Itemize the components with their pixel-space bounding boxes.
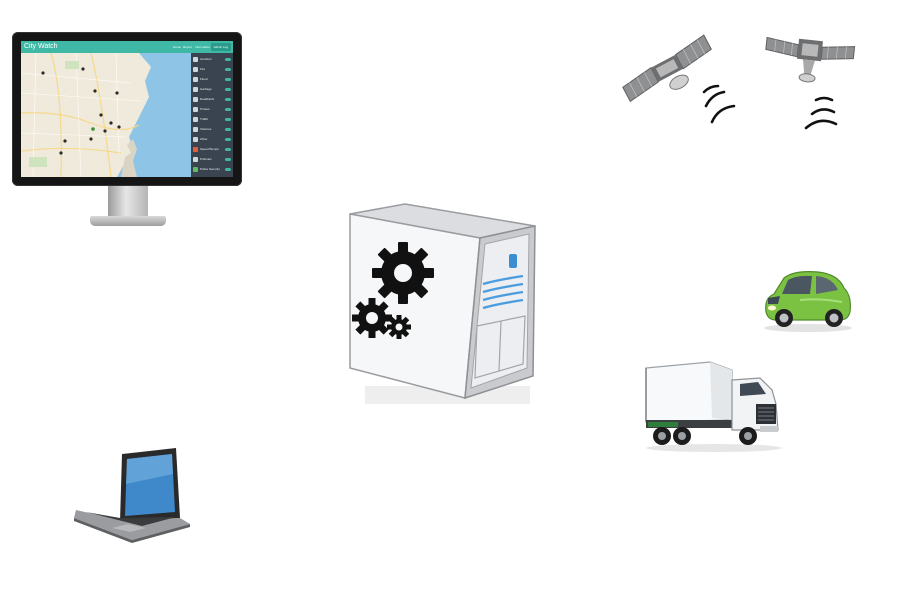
sidebar-item-speed-bumps[interactable]: Speed Bumps	[193, 145, 231, 154]
laptop-icon	[72, 448, 194, 544]
category-toggle[interactable]	[225, 128, 231, 131]
nav-item-home[interactable]: Home	[173, 45, 182, 49]
sidebar-item-potholes[interactable]: Potholes	[193, 155, 231, 164]
desktop-monitor-icon: City Watch Home Report Information Admin…	[12, 32, 242, 228]
category-toggle[interactable]	[225, 88, 231, 91]
nav-item-report[interactable]: Report	[183, 45, 193, 49]
category-toggle[interactable]	[225, 158, 231, 161]
app-header: City Watch Home Report Information Admin…	[21, 41, 233, 53]
sidebar-item-fire[interactable]: Fire	[193, 65, 231, 74]
admin-login-button[interactable]: Admin Log	[210, 43, 231, 51]
city-map[interactable]	[21, 52, 191, 177]
category-toggle[interactable]	[225, 108, 231, 111]
category-toggle[interactable]	[225, 68, 231, 71]
map-graphic	[21, 52, 191, 177]
category-icon	[193, 137, 198, 142]
sidebar-item-violence[interactable]: Violence	[193, 125, 231, 134]
category-icon	[193, 107, 198, 112]
sidebar-item-traffic[interactable]: Traffic	[193, 115, 231, 124]
sidebar-item-flood[interactable]: Flood	[193, 75, 231, 84]
sidebar-item-other[interactable]: Other	[193, 135, 231, 144]
category-toggle[interactable]	[225, 98, 231, 101]
sidebar-item-protest[interactable]: Protest	[193, 105, 231, 114]
category-toggle[interactable]	[225, 168, 231, 171]
sidebar-item-label: Speed Bumps	[200, 147, 219, 151]
category-icon	[193, 147, 198, 152]
sidebar-item-label: Traffic	[200, 117, 209, 121]
category-icon	[193, 57, 198, 62]
sidebar-item-label: Garbage	[200, 87, 212, 91]
satellite-icon	[622, 30, 747, 135]
category-icon	[193, 157, 198, 162]
sidebar-item-label: Violence	[200, 127, 212, 131]
sidebar-item-garbage[interactable]: Garbage	[193, 85, 231, 94]
sidebar-item-police-security[interactable]: Police Security	[193, 165, 231, 174]
monitor-screen: City Watch Home Report Information Admin…	[21, 41, 233, 177]
category-icon	[193, 117, 198, 122]
category-toggle[interactable]	[225, 118, 231, 121]
monitor-stand-neck	[108, 186, 148, 218]
category-toggle[interactable]	[225, 148, 231, 151]
sidebar-item-accident[interactable]: Accident	[193, 55, 231, 64]
monitor-bezel: City Watch Home Report Information Admin…	[12, 32, 242, 186]
sidebar-item-label: Accident	[200, 57, 212, 61]
sidebar-item-label: Potholes	[200, 157, 212, 161]
category-icon	[193, 77, 198, 82]
category-icon	[193, 127, 198, 132]
monitor-stand-base	[90, 216, 166, 226]
satellite-icon	[760, 28, 860, 138]
truck-icon	[642, 360, 787, 455]
sidebar-item-roadblock[interactable]: Roadblock	[193, 95, 231, 104]
category-icon	[193, 87, 198, 92]
sidebar-item-label: Fire	[200, 67, 206, 71]
sidebar-item-label: Roadblock	[200, 97, 215, 101]
green-car-icon	[760, 268, 856, 334]
sidebar-item-label: Police Security	[200, 167, 220, 171]
nav-item-information[interactable]: Information	[195, 45, 211, 49]
category-toggle[interactable]	[225, 78, 231, 81]
category-sidebar: Accident Fire Flood Garbage Roadblock Pr…	[191, 53, 233, 177]
category-icon	[193, 167, 198, 172]
sidebar-item-label: Flood	[200, 77, 208, 81]
app-title: City Watch	[24, 43, 58, 50]
sidebar-item-label: Protest	[200, 107, 210, 111]
sidebar-item-label: Other	[200, 137, 208, 141]
category-toggle[interactable]	[225, 58, 231, 61]
category-icon	[193, 67, 198, 72]
category-toggle[interactable]	[225, 138, 231, 141]
server-with-gears-icon	[345, 200, 545, 410]
category-icon	[193, 97, 198, 102]
